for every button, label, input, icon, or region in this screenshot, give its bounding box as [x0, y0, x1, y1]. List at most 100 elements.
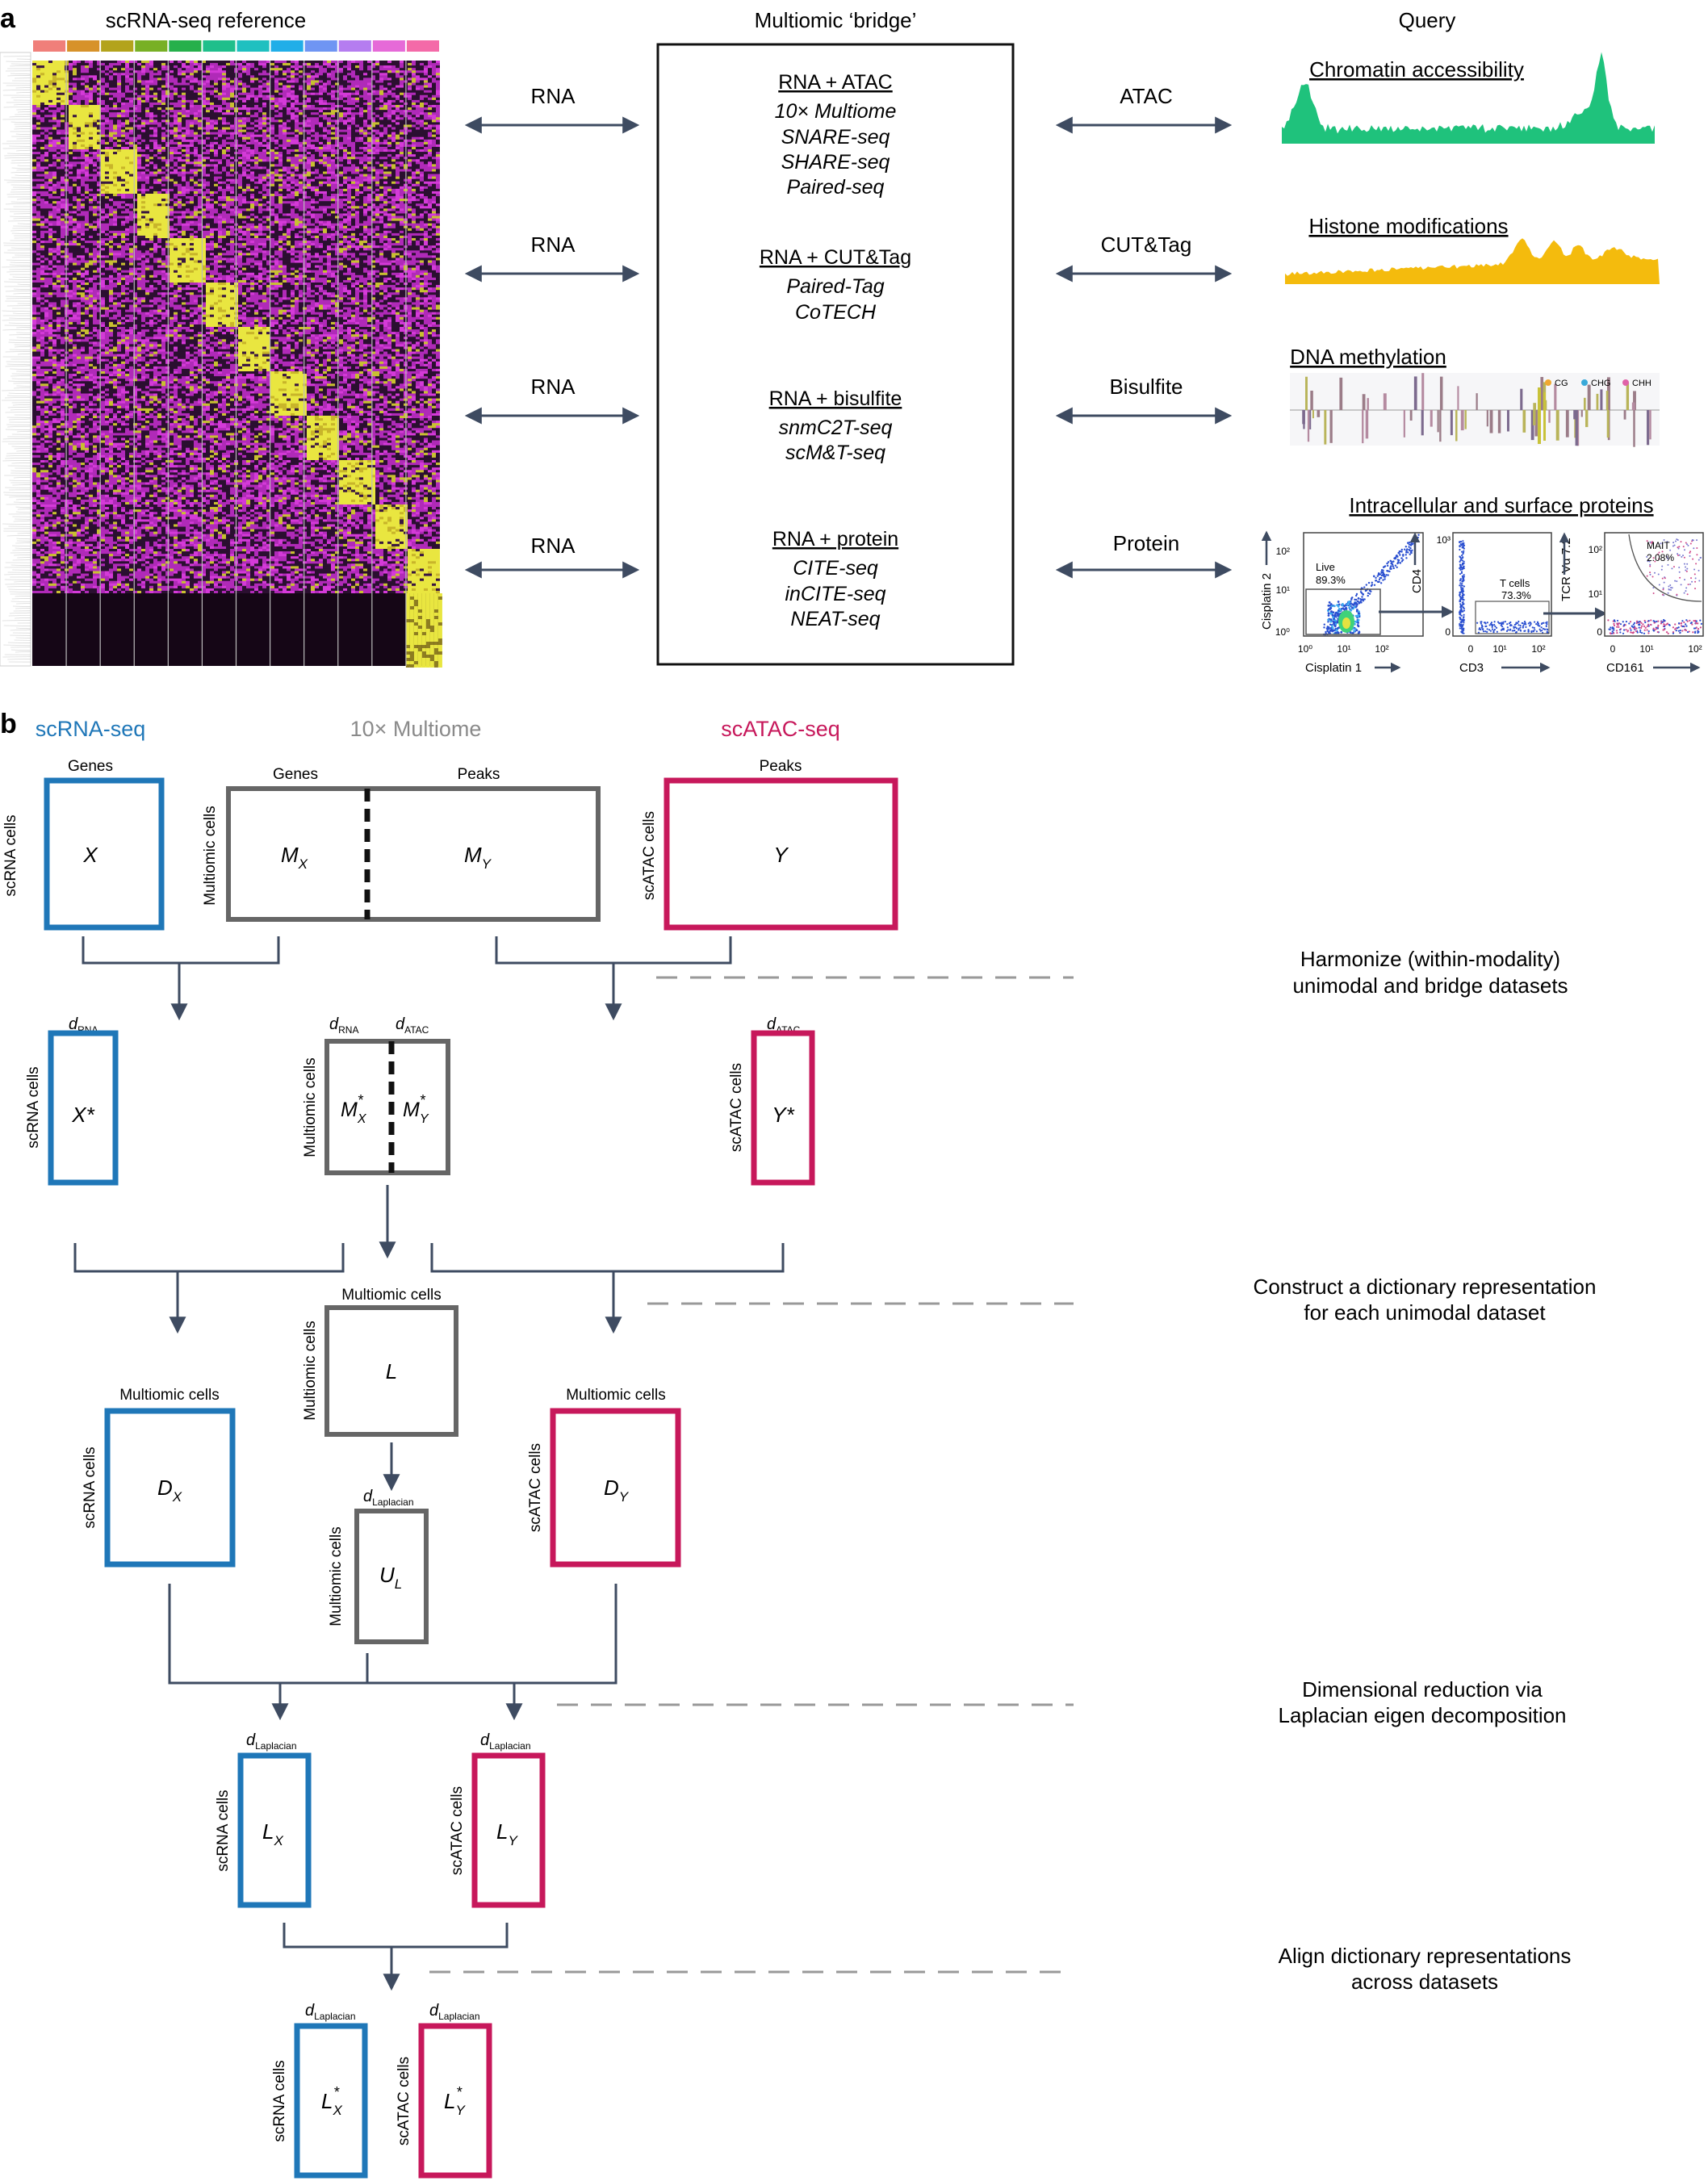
heatmap-cell [113, 112, 117, 115]
heatmap-cell [315, 130, 319, 133]
heatmap-cell [242, 61, 246, 64]
heatmap-cell [170, 149, 174, 153]
heatmap-cell [226, 70, 230, 73]
heatmap-cell [137, 93, 141, 96]
heatmap-cell [270, 110, 274, 113]
heatmap-cell [270, 86, 274, 89]
heatmap-cell [153, 172, 157, 175]
heatmap-cell [161, 174, 165, 178]
heatmap-cell [327, 122, 331, 125]
heatmap-cell [85, 132, 89, 136]
heatmap-cell [262, 189, 266, 192]
heatmap-cell [109, 77, 113, 81]
heatmap-cell [165, 119, 170, 123]
heatmap-cell [226, 147, 230, 150]
heatmap-cell [32, 179, 36, 182]
heatmap-cell [291, 90, 295, 94]
heatmap-cell [170, 122, 174, 125]
heatmap-cell [230, 124, 234, 128]
heatmap-cell [129, 80, 133, 83]
heatmap-cell [246, 73, 250, 76]
heatmap-cell [153, 179, 157, 182]
heatmap-cell [246, 132, 250, 136]
heatmap-cell [198, 140, 202, 143]
heatmap-cell [416, 95, 420, 98]
heatmap-cell [416, 117, 420, 120]
heatmap-cell [270, 119, 274, 123]
heatmap-cell [178, 77, 182, 81]
heatmap-cell [420, 80, 424, 83]
heatmap-cell [408, 122, 412, 125]
heatmap-cell [190, 73, 194, 76]
heatmap-cell [254, 90, 258, 94]
heatmap-cell [141, 182, 145, 185]
heatmap-cell [36, 164, 40, 167]
heatmap-cell [190, 86, 194, 89]
heatmap-cell [210, 115, 214, 118]
heatmap-cell [182, 182, 186, 185]
heatmap-cell [93, 147, 97, 150]
heatmap-cell [250, 189, 254, 192]
heatmap-cell [149, 184, 153, 187]
heatmap-cell [428, 100, 432, 103]
heatmap-cell [137, 154, 141, 157]
heatmap-cell [254, 137, 258, 140]
heatmap-cell [218, 172, 222, 175]
heatmap-cell [149, 132, 153, 136]
heatmap-cell [303, 105, 307, 108]
heatmap-cell [186, 159, 190, 162]
heatmap-cell [274, 128, 278, 131]
heatmap-cell [319, 100, 323, 103]
heatmap-cell [274, 90, 278, 94]
heatmap-cell [391, 124, 396, 128]
heatmap-cell [299, 75, 303, 78]
heatmap-cell [165, 65, 170, 69]
heatmap-cell [311, 137, 315, 140]
heatmap-cell [408, 88, 412, 91]
heatmap-cell [274, 164, 278, 167]
heatmap-cell [246, 88, 250, 91]
heatmap-cell [165, 88, 170, 91]
heatmap-cell [81, 103, 85, 106]
heatmap-cell [190, 172, 194, 175]
heatmap-cell [73, 152, 77, 155]
heatmap-cell [125, 90, 129, 94]
heatmap-cell [230, 169, 234, 172]
heatmap-cell [315, 105, 319, 108]
heatmap-cell [170, 80, 174, 83]
heatmap-cell [149, 161, 153, 165]
heatmap-cell [121, 107, 125, 111]
heatmap-cell [210, 130, 214, 133]
heatmap-cell [387, 100, 391, 103]
heatmap-cell [85, 130, 89, 133]
heatmap-cell [432, 107, 436, 111]
heatmap-cell [44, 75, 48, 78]
heatmap-cell [327, 68, 331, 71]
heatmap-cell [52, 140, 57, 143]
heatmap-cell [44, 73, 48, 76]
heatmap-cell [379, 107, 383, 111]
heatmap-cell [117, 132, 121, 136]
heatmap-cell [250, 147, 254, 150]
heatmap-cell [432, 75, 436, 78]
heatmap-cell [69, 77, 73, 81]
heatmap-cell [295, 130, 299, 133]
heatmap-cell [44, 144, 48, 148]
heatmap-cell [295, 144, 299, 148]
heatmap-cell [436, 135, 440, 138]
heatmap-cell [40, 90, 44, 94]
heatmap-cell [230, 98, 234, 101]
heatmap-cell [105, 110, 109, 113]
heatmap-cell [238, 149, 242, 153]
heatmap-cell [32, 186, 36, 190]
heatmap-cell [117, 159, 121, 162]
heatmap-cell [161, 164, 165, 167]
heatmap [0, 40, 442, 668]
heatmap-cell [125, 144, 129, 148]
heatmap-cell [190, 184, 194, 187]
heatmap-cell [141, 65, 145, 69]
heatmap-cell [254, 132, 258, 136]
heatmap-cell [278, 88, 283, 91]
heatmap-cell [258, 147, 262, 150]
heatmap-cell [238, 154, 242, 157]
